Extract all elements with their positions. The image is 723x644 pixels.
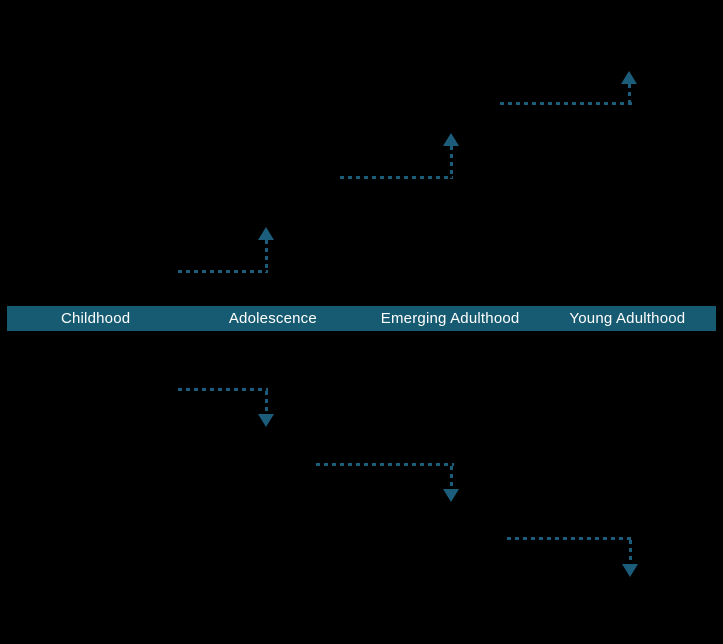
life-stage-timeline: Childhood Adolescence Emerging Adulthood…	[7, 306, 716, 331]
dotted-line-vertical	[265, 240, 268, 273]
arrow-up-icon	[258, 227, 274, 240]
dotted-line-horizontal	[178, 270, 268, 273]
dotted-line-vertical	[629, 540, 632, 564]
dotted-line-vertical	[265, 391, 268, 414]
dotted-line-horizontal	[178, 388, 268, 391]
arrow-down-icon	[622, 564, 638, 577]
arrow-up-icon	[621, 71, 637, 84]
dotted-line-horizontal	[500, 102, 632, 105]
arrow-down-icon	[258, 414, 274, 427]
dotted-line-horizontal	[507, 537, 632, 540]
dotted-line-vertical	[450, 466, 453, 489]
dotted-line-vertical	[450, 146, 453, 179]
arrow-up-icon	[443, 133, 459, 146]
stage-label-childhood: Childhood	[60, 310, 131, 327]
dotted-line-horizontal	[316, 463, 454, 466]
dotted-line-horizontal	[340, 176, 453, 179]
dotted-line-vertical	[628, 84, 631, 105]
stage-label-adolescence: Adolescence	[228, 310, 317, 327]
arrow-down-icon	[443, 489, 459, 502]
stage-label-emerging-adulthood: Emerging Adulthood	[380, 310, 520, 327]
stage-label-young-adulthood: Young Adulthood	[569, 310, 686, 327]
